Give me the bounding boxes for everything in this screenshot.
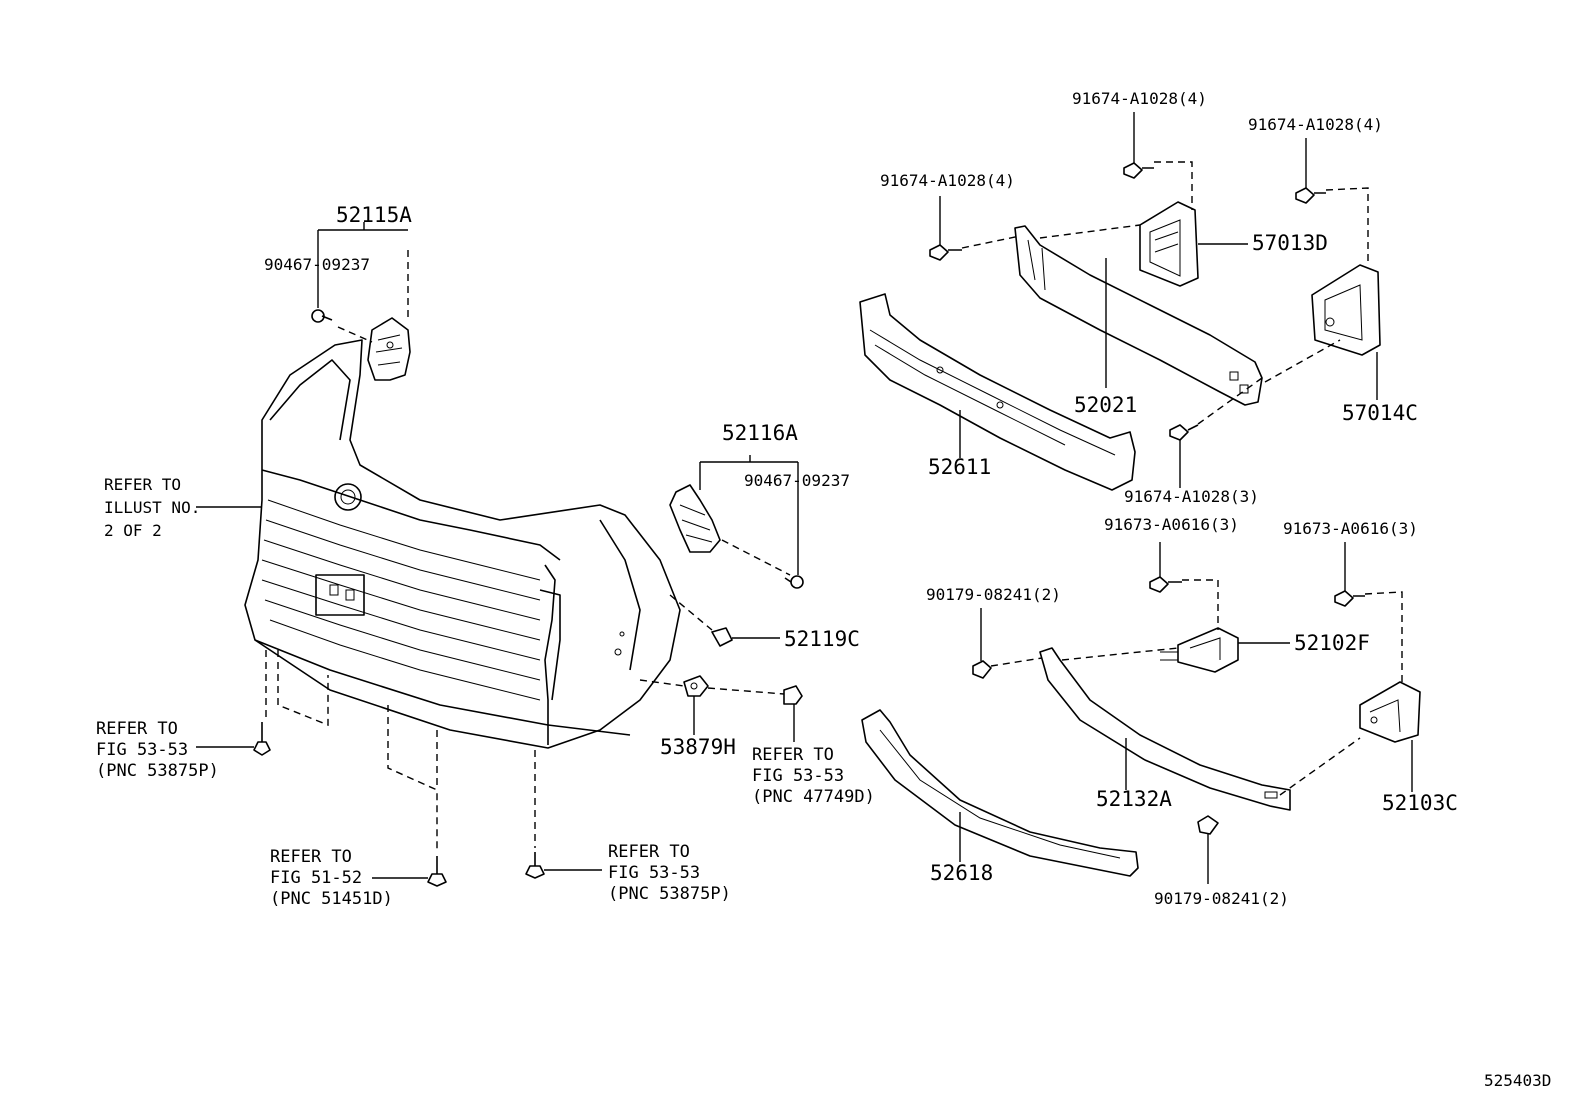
screw-center-left[interactable] <box>427 856 447 887</box>
label-52021: 52021 <box>1074 393 1137 417</box>
bracket-57014c[interactable] <box>1311 264 1381 356</box>
svg-text:ILLUST NO.: ILLUST NO. <box>104 498 200 517</box>
bumper-fastener-leaders <box>265 250 791 850</box>
label-52103c: 52103C <box>1382 791 1458 815</box>
svg-text:REFER TO: REFER TO <box>104 475 181 494</box>
lower-absorber-52618[interactable] <box>861 709 1139 877</box>
energy-absorber-52611[interactable] <box>859 293 1136 491</box>
screw-left[interactable] <box>253 722 271 756</box>
ref-fig-53-53-left: REFER TO FIG 53-53 (PNC 53875P) <box>96 719 219 781</box>
label-91673-b: 91673-A0616(3) <box>1283 519 1418 538</box>
label-52132a: 52132A <box>1096 787 1172 811</box>
ref-fig-53-53-47749d: REFER TO FIG 53-53 (PNC 47749D) <box>752 745 875 807</box>
clip-90467-left[interactable] <box>311 309 333 323</box>
ref-illust-2-of-2: REFER TO ILLUST NO. 2 OF 2 <box>104 475 200 540</box>
screw-center[interactable] <box>525 852 545 879</box>
bolt-91673-a[interactable] <box>1149 576 1182 593</box>
clip-52119c[interactable] <box>711 627 733 647</box>
label-57014c: 57014C <box>1342 401 1418 425</box>
bolt-91674-c[interactable] <box>1295 187 1326 204</box>
svg-text:REFER TO: REFER TO <box>96 719 178 739</box>
bumper-reinforcement-52021[interactable] <box>1014 225 1263 406</box>
label-91674-d: 91674-A1028(3) <box>1124 487 1259 506</box>
label-52618: 52618 <box>930 861 993 885</box>
label-57013d: 57013D <box>1252 231 1328 255</box>
label-91673-a: 91673-A0616(3) <box>1104 515 1239 534</box>
bracket-52103c[interactable] <box>1359 681 1421 743</box>
reference-notes: REFER TO ILLUST NO. 2 OF 2 REFER TO FIG … <box>96 475 875 909</box>
illustration-id: 525403D <box>1484 1071 1551 1090</box>
lower-reinforcement-52132a[interactable] <box>1039 647 1291 811</box>
label-52116a: 52116A <box>722 421 798 445</box>
svg-text:(PNC 51451D): (PNC 51451D) <box>270 889 393 909</box>
label-52119c: 52119C <box>784 627 860 651</box>
bolt-91673-b[interactable] <box>1334 590 1365 607</box>
label-53879h: 53879H <box>660 735 736 759</box>
label-90467-right: 90467-09237 <box>744 471 850 490</box>
label-91674-b: 91674-A1028(4) <box>1072 89 1207 108</box>
label-leaders <box>196 112 1413 884</box>
svg-text:REFER TO: REFER TO <box>752 745 834 765</box>
svg-text:FIG 53-53: FIG 53-53 <box>608 863 700 883</box>
nut-47749d[interactable] <box>783 685 803 705</box>
label-52102f: 52102F <box>1294 631 1370 655</box>
svg-text:FIG 51-52: FIG 51-52 <box>270 868 362 888</box>
front-bumper-cover[interactable] <box>244 339 681 749</box>
part-labels: 52115A 90467-09237 52116A 90467-09237 52… <box>264 89 1551 1090</box>
bolt-91674-b[interactable] <box>1123 162 1154 179</box>
label-52115a: 52115A <box>336 203 412 227</box>
clip-90467-right[interactable] <box>784 575 804 589</box>
svg-text:2 OF 2: 2 OF 2 <box>104 521 162 540</box>
bracket-52115a[interactable] <box>367 317 411 381</box>
svg-text:(PNC 53875P): (PNC 53875P) <box>96 761 219 781</box>
svg-text:REFER TO: REFER TO <box>270 847 352 867</box>
svg-text:(PNC 53875P): (PNC 53875P) <box>608 884 731 904</box>
label-91674-c: 91674-A1028(4) <box>1248 115 1383 134</box>
svg-text:REFER TO: REFER TO <box>608 842 690 862</box>
label-52611: 52611 <box>928 455 991 479</box>
retainer-53879h[interactable] <box>683 675 709 697</box>
bracket-57013d[interactable] <box>1139 201 1199 287</box>
label-90179-a: 90179-08241(2) <box>926 585 1061 604</box>
bolt-91674-a[interactable] <box>929 244 962 261</box>
label-91674-a: 91674-A1028(4) <box>880 171 1015 190</box>
bracket-52116a[interactable] <box>669 484 721 553</box>
ref-fig-51-52: REFER TO FIG 51-52 (PNC 51451D) <box>270 847 393 909</box>
svg-text:FIG 53-53: FIG 53-53 <box>752 766 844 786</box>
reinforcement-fastener-leaders <box>961 161 1403 796</box>
nut-90179-a[interactable] <box>972 660 992 679</box>
bolt-91674-d[interactable] <box>1169 424 1199 441</box>
ref-fig-53-53-center: REFER TO FIG 53-53 (PNC 53875P) <box>608 842 731 904</box>
svg-text:(PNC 47749D): (PNC 47749D) <box>752 787 875 807</box>
nut-90179-b[interactable] <box>1197 815 1219 835</box>
svg-text:FIG 53-53: FIG 53-53 <box>96 740 188 760</box>
label-90467-left: 90467-09237 <box>264 255 370 274</box>
label-90179-b: 90179-08241(2) <box>1154 889 1289 908</box>
bracket-52102f[interactable] <box>1160 627 1239 673</box>
